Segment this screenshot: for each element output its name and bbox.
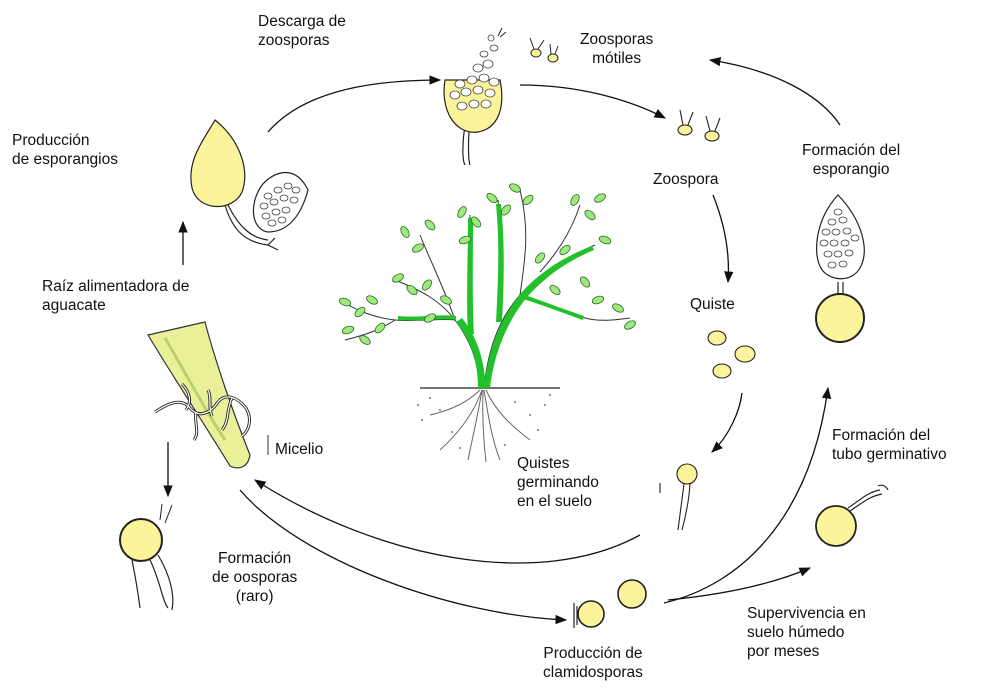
- sporangia-production-drawing: [191, 120, 308, 250]
- label-line: Quistes: [517, 454, 599, 473]
- cycle-arrows: [168, 60, 840, 620]
- label-line: clamidosporas: [543, 663, 643, 682]
- arrow-sporangia-to-discharge: [268, 80, 440, 132]
- label-line: esporangio: [802, 160, 900, 179]
- cysts-drawing: [708, 331, 755, 378]
- label-line: por meses: [747, 642, 866, 661]
- label-line: germinando: [517, 473, 599, 492]
- label-line: en el suelo: [517, 492, 599, 511]
- label-line: Zoosporas: [580, 30, 653, 49]
- arrow-discharge-to-zoospore: [520, 85, 665, 118]
- label-cyst: Quiste: [690, 295, 735, 314]
- label-zoospore: Zoospora: [653, 170, 718, 189]
- label-survival: Supervivencia en suelo húmedo por meses: [747, 604, 866, 661]
- label-germinating-cysts: Quistes germinando en el suelo: [517, 454, 599, 511]
- zoospore-discharge-drawing: [444, 28, 506, 165]
- label-zoospore-discharge: Descarga de zoosporas: [258, 12, 346, 50]
- label-mycelium: Micelio: [275, 440, 323, 459]
- label-line: Producción de: [543, 644, 643, 663]
- label-line: de oosporas: [212, 568, 297, 587]
- label-oospore-formation: Formación de oosporas (raro): [212, 549, 297, 606]
- label-sporangia-production: Producción de esporangios: [12, 131, 118, 169]
- label-chlamydospore-production: Producción de clamidosporas: [543, 644, 643, 682]
- feeder-root-drawing: [148, 322, 268, 468]
- zoospore-drawing: [678, 110, 720, 141]
- label-sporangium-formation: Formación del esporangio: [802, 141, 900, 179]
- avocado-tree-drawing: [338, 182, 637, 462]
- label-line: Descarga de: [258, 12, 346, 31]
- label-feeder-root: Raíz alimentadora de aguacate: [42, 277, 189, 315]
- oospore-drawing: [120, 504, 173, 610]
- label-line: Micelio: [275, 440, 323, 459]
- label-line: Formación del: [832, 426, 947, 445]
- label-line: de esporangios: [12, 150, 118, 169]
- germinating-cyst-drawing: [660, 464, 697, 530]
- label-line: (raro): [212, 587, 297, 606]
- label-line: Zoospora: [653, 170, 718, 189]
- label-germ-tube-formation: Formación del tubo germinativo: [832, 426, 947, 464]
- label-line: Raíz alimentadora de: [42, 277, 189, 296]
- tree-leaves: [338, 182, 637, 346]
- label-line: zoosporas: [258, 31, 346, 50]
- label-line: Formación: [212, 549, 297, 568]
- tree-roots: [430, 390, 530, 462]
- label-line: mótiles: [580, 49, 653, 68]
- label-line: Quiste: [690, 295, 735, 314]
- label-line: Supervivencia en: [747, 604, 866, 623]
- arrow-sporangium-to-motile: [710, 60, 840, 125]
- motile-zoospores-drawing: [530, 38, 558, 62]
- label-line: Formación del: [802, 141, 900, 160]
- arrow-zoospore-to-cyst: [713, 195, 728, 282]
- arrow-cyst-to-germination: [712, 393, 742, 452]
- chlamydospores-drawing: [574, 580, 646, 628]
- label-line: tubo germinativo: [832, 445, 947, 464]
- label-line: suelo húmedo: [747, 623, 866, 642]
- germ-tube-drawing: [816, 485, 888, 546]
- sporangium-formation-drawing: [816, 195, 864, 342]
- label-line: Producción: [12, 131, 118, 150]
- lemon-sporangium: [191, 120, 245, 207]
- label-motile-zoospores: Zoosporas mótiles: [580, 30, 653, 68]
- label-line: aguacate: [42, 296, 189, 315]
